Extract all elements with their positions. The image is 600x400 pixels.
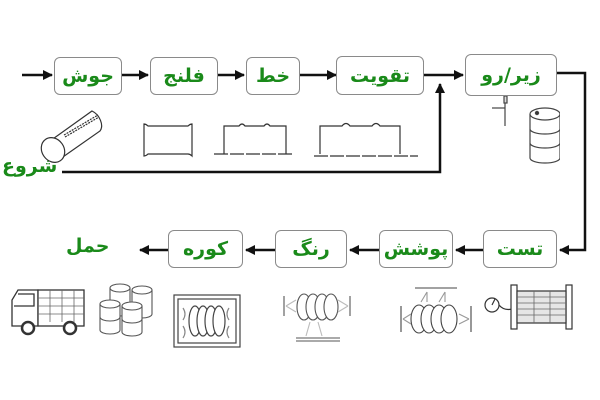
pressure-test-icon xyxy=(484,284,573,330)
step-oven: کوره xyxy=(168,230,243,268)
step-top-bottom-label: زیر/رو xyxy=(481,64,541,86)
flanged-shell-icon xyxy=(143,123,193,158)
step-transport-label: حمل xyxy=(66,235,110,257)
step-welding: جوش xyxy=(54,57,122,95)
step-test-label: تست xyxy=(496,238,544,260)
stacked-barrels-icon xyxy=(99,283,153,337)
step-reinforce: تقویت xyxy=(336,56,424,95)
truck-with-barrels-icon xyxy=(11,289,85,336)
step-welding-label: جوش xyxy=(62,65,114,87)
barrel-with-lids-icon xyxy=(492,96,560,164)
step-oven-label: کوره xyxy=(182,238,229,260)
welded-cylinder-icon xyxy=(40,110,103,163)
step-flange: فلنج xyxy=(150,57,218,95)
reinforced-shell-icon xyxy=(314,122,418,157)
step-coating-label: پوشش xyxy=(383,238,449,260)
start-label: شروع xyxy=(2,155,58,177)
step-top-bottom: زیر/رو xyxy=(465,54,557,96)
step-test: تست xyxy=(483,230,557,268)
beaded-shell-icon xyxy=(214,123,294,155)
step-bead-label: خط xyxy=(255,65,291,87)
step-coating: پوشش xyxy=(379,230,453,268)
step-paint-label: رنگ xyxy=(292,238,330,260)
step-bead: خط xyxy=(246,57,300,95)
step-flange-label: فلنج xyxy=(163,65,205,87)
paint-spray-icon xyxy=(283,293,351,342)
oven-icon xyxy=(173,294,241,348)
step-paint: رنگ xyxy=(275,230,347,268)
step-reinforce-label: تقویت xyxy=(350,64,410,87)
spray-coating-icon xyxy=(400,287,472,334)
